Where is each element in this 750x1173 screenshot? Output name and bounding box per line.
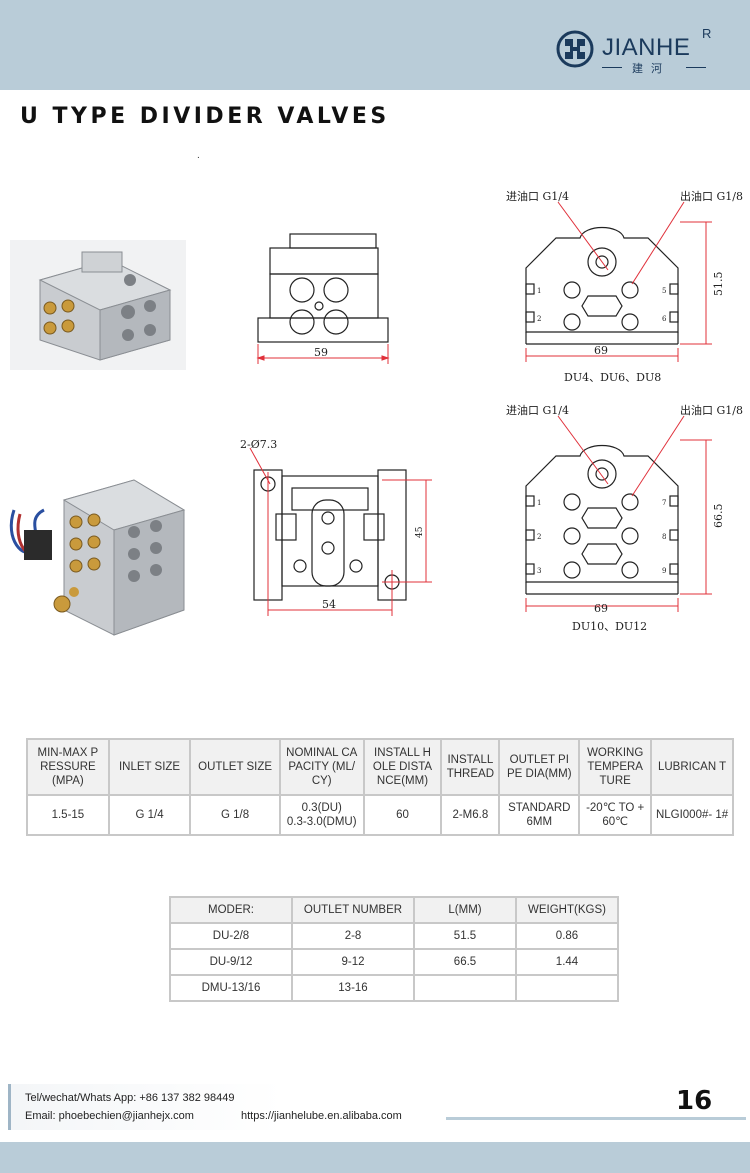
top-port-1: 1 xyxy=(537,287,541,295)
model-header: OUTLET NUMBER xyxy=(291,896,415,924)
bottom-side-width: 69 xyxy=(594,602,608,615)
footer-rule xyxy=(446,1117,746,1120)
top-inlet-label: 进油口 G1/4 xyxy=(506,189,569,203)
spec-hole-distance: 60 xyxy=(362,794,443,836)
spec-header: MIN-MAX P RESSURE (MPA) xyxy=(26,738,110,796)
model-cell: DU-2/8 xyxy=(169,922,293,950)
spec-header: INLET SIZE xyxy=(107,738,192,796)
table-row: DU-9/12 9-12 66.5 1.44 xyxy=(169,948,619,976)
drawing-du8-front: 59 xyxy=(256,233,390,364)
spec-header: INSTALL THREAD xyxy=(440,738,501,796)
bottom-port-1: 1 xyxy=(537,499,541,507)
top-port-2: 2 xyxy=(537,315,541,323)
footer-url: https://jianhelube.en.alibaba.com xyxy=(241,1110,402,1122)
bottom-inlet-label: 进油口 G1/4 xyxy=(506,403,569,417)
stray-mark: . xyxy=(197,150,200,161)
top-outlet-label: 出油口 G1/8 xyxy=(680,189,743,203)
model-cell: 0.86 xyxy=(515,922,619,950)
spec-outlet: G 1/8 xyxy=(189,794,281,836)
table-row: DU-2/8 2-8 51.5 0.86 xyxy=(169,922,619,950)
footer-phone: Tel/wechat/Whats App: +86 137 382 98449 xyxy=(25,1092,235,1104)
bottom-front-height: 45 xyxy=(415,526,425,538)
spec-header: NOMINAL CA PACITY (ML/ CY) xyxy=(278,738,365,796)
model-cell: 13-16 xyxy=(291,974,415,1002)
model-cell: DU-9/12 xyxy=(169,948,293,976)
bottom-port-3: 3 xyxy=(537,567,541,575)
drawing-du12-front: 2-Ø7.3 54 45 xyxy=(240,438,432,616)
spec-header: WORKING TEMPERA TURE xyxy=(578,738,653,796)
model-cell xyxy=(515,974,619,1002)
spec-pipe-dia: STANDARD 6MM xyxy=(498,794,581,836)
table-row: 1.5-15 G 1/4 G 1/8 0.3(DU) 0.3-3.0(DMU) 6… xyxy=(26,794,734,836)
page-number: 16 xyxy=(676,1086,713,1116)
drawing-du12-side: 进油口 G1/4 出油口 G1/8 1 2 3 7 8 9 69 66.5 DU… xyxy=(506,403,743,633)
product-photo-du12 xyxy=(4,470,194,645)
drawing-du8-side: 进油口 G1/4 出油口 G1/8 1 2 5 6 69 51.5 DU4、DU… xyxy=(506,189,743,384)
header-band xyxy=(0,0,750,90)
spec-header: LUBRICAN T xyxy=(650,738,734,796)
bottom-side-height: 66.5 xyxy=(712,504,725,529)
model-cell: 2-8 xyxy=(291,922,415,950)
spec-header: OUTLET PI PE DIA(MM) xyxy=(498,738,581,796)
brand-logo: JIANHE R 建河 xyxy=(556,26,736,78)
spec-capacity-dmu: 0.3-3.0(DMU) xyxy=(286,816,357,828)
spec-lubricant: NLGI000#- 1# xyxy=(650,794,734,836)
spec-header-row: MIN-MAX P RESSURE (MPA) INLET SIZE OUTLE… xyxy=(26,738,734,796)
table-row: DMU-13/16 13-16 xyxy=(169,974,619,1002)
spec-table: MIN-MAX P RESSURE (MPA) INLET SIZE OUTLE… xyxy=(26,738,734,836)
footer-email: Email: phoebechien@jianhejx.com xyxy=(25,1110,194,1122)
model-cell xyxy=(413,974,517,1002)
bottom-port-9: 9 xyxy=(662,567,666,575)
brand-subtitle: 建河 xyxy=(600,60,706,76)
bottom-front-width: 54 xyxy=(322,598,336,611)
bottom-side-models: DU10、DU12 xyxy=(572,620,647,633)
top-port-6: 6 xyxy=(662,315,667,323)
registered-mark: R xyxy=(702,26,712,41)
top-front-width: 59 xyxy=(314,346,328,359)
model-cell: 1.44 xyxy=(515,948,619,976)
top-port-5: 5 xyxy=(662,287,666,295)
spec-capacity: 0.3(DU) 0.3-3.0(DMU) xyxy=(278,794,365,836)
model-table: MODER: OUTLET NUMBER L(MM) WEIGHT(KGS) D… xyxy=(169,896,619,1002)
model-cell: 51.5 xyxy=(413,922,517,950)
bottom-hole-label: 2-Ø7.3 xyxy=(240,438,277,451)
top-side-models: DU4、DU6、DU8 xyxy=(564,371,661,384)
jianhe-logo-icon xyxy=(556,30,594,68)
bottom-port-8: 8 xyxy=(662,533,666,541)
brand-name: JIANHE xyxy=(602,34,691,61)
top-side-width: 69 xyxy=(594,344,608,357)
footer-contact-panel xyxy=(8,1084,284,1130)
model-header: L(MM) xyxy=(413,896,517,924)
top-side-height: 51.5 xyxy=(712,272,725,297)
model-cell: DMU-13/16 xyxy=(169,974,293,1002)
spec-capacity-du: 0.3(DU) xyxy=(301,802,342,814)
model-cell: 66.5 xyxy=(413,948,517,976)
model-header: MODER: xyxy=(169,896,293,924)
spec-temperature: -20℃ TO + 60℃ xyxy=(578,794,653,836)
spec-header: INSTALL H OLE DISTA NCE(MM) xyxy=(362,738,443,796)
spec-thread: 2-M6.8 xyxy=(440,794,501,836)
model-header-row: MODER: OUTLET NUMBER L(MM) WEIGHT(KGS) xyxy=(169,896,619,924)
product-photo-du8 xyxy=(10,240,186,370)
spec-header: OUTLET SIZE xyxy=(189,738,281,796)
spec-pressure: 1.5-15 xyxy=(26,794,110,836)
model-cell: 9-12 xyxy=(291,948,415,976)
footer-band xyxy=(0,1142,750,1173)
model-header: WEIGHT(KGS) xyxy=(515,896,619,924)
bottom-port-2: 2 xyxy=(537,533,541,541)
spec-inlet: G 1/4 xyxy=(107,794,192,836)
bottom-port-7: 7 xyxy=(662,499,666,507)
bottom-outlet-label: 出油口 G1/8 xyxy=(680,403,743,417)
page-title: U TYPE DIVIDER VALVES xyxy=(20,104,390,129)
